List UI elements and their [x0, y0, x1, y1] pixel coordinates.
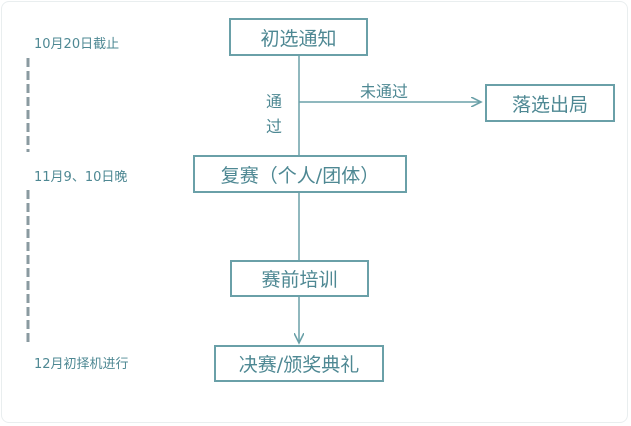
- node-notice: 初选通知: [229, 18, 368, 56]
- edge-label-pass-2: 过: [266, 117, 283, 136]
- timeline-date-3: 12月初择机进行: [34, 357, 129, 372]
- node-training: 赛前培训: [230, 260, 369, 297]
- node-final: 决赛/颁奖典礼: [214, 345, 384, 382]
- node-eliminated: 落选出局: [485, 84, 615, 122]
- timeline-date-2: 11月9、10日晚: [34, 170, 128, 185]
- edge-label-pass-1: 通: [266, 92, 283, 111]
- edge-label-fail: 未通过: [360, 82, 409, 101]
- node-second-round: 复赛（个人/团体）: [193, 155, 407, 193]
- timeline-date-1: 10月20日截止: [34, 37, 120, 52]
